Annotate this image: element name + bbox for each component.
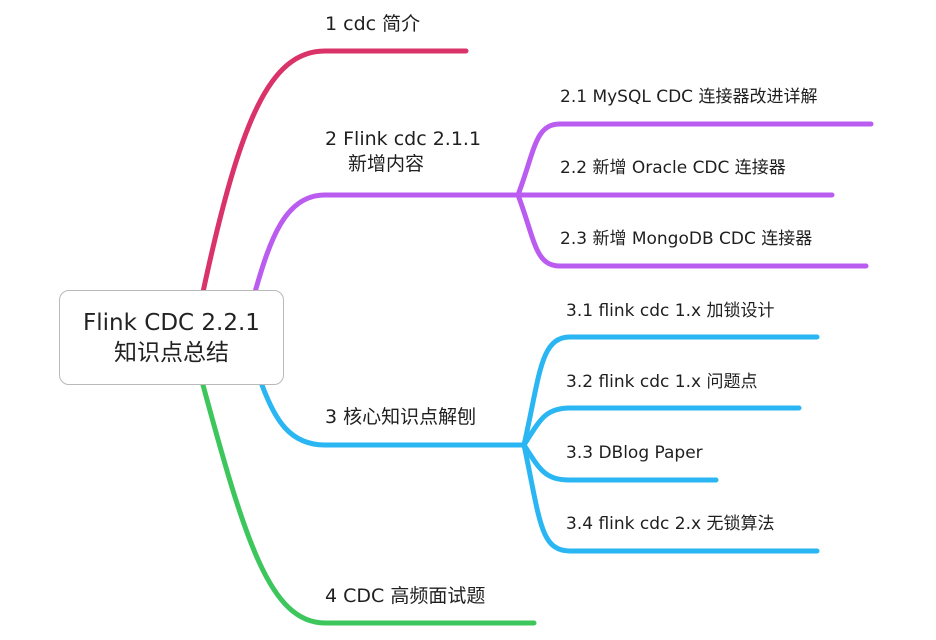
- root-subtitle: 知识点总结: [114, 339, 229, 366]
- branch-2-label[interactable]: 2 Flink cdc 2.1.1 新增内容: [325, 127, 481, 177]
- branch-3-2-connector: [521, 405, 802, 448]
- branch-4-label[interactable]: 4 CDC 高频面试题: [325, 585, 486, 607]
- branch-2-label-line2: 新增内容: [348, 153, 425, 175]
- branch-3-4-connector: [521, 442, 820, 554]
- topic-3-1-label[interactable]: 3.1 flink cdc 1.x 加锁设计: [566, 301, 775, 321]
- branch-3-connector: [259, 382, 527, 448]
- branch-3-label[interactable]: 3 核心知识点解刨: [325, 406, 477, 428]
- root-title: Flink CDC 2.2.1: [83, 309, 260, 336]
- topic-3-3-label[interactable]: 3.3 DBlog Paper: [566, 443, 703, 463]
- branch-4-connector: [200, 382, 537, 626]
- branch-2-connector: [252, 192, 521, 295]
- topic-3-2-label[interactable]: 3.2 flink cdc 1.x 问题点: [566, 372, 758, 392]
- branch-2-label-line1: 2 Flink cdc 2.1.1: [325, 128, 482, 150]
- branch-3-3-connector: [521, 442, 719, 483]
- branch-2-1-connector: [515, 121, 874, 198]
- branch-1-connector: [200, 48, 469, 295]
- branch-1-label[interactable]: 1 cdc 简介: [325, 13, 421, 35]
- branch-3-1-connector: [521, 334, 820, 448]
- topic-3-4-label[interactable]: 3.4 flink cdc 2.x 无锁算法: [566, 514, 775, 534]
- topic-2-1-label[interactable]: 2.1 MySQL CDC 连接器改进详解: [560, 87, 818, 107]
- branch-2-3-connector: [515, 192, 869, 269]
- topic-2-2-label[interactable]: 2.2 新增 Oracle CDC 连接器: [560, 158, 786, 178]
- root-topic[interactable]: Flink CDC 2.2.1 知识点总结: [59, 290, 284, 385]
- topic-2-3-label[interactable]: 2.3 新增 MongoDB CDC 连接器: [560, 229, 813, 249]
